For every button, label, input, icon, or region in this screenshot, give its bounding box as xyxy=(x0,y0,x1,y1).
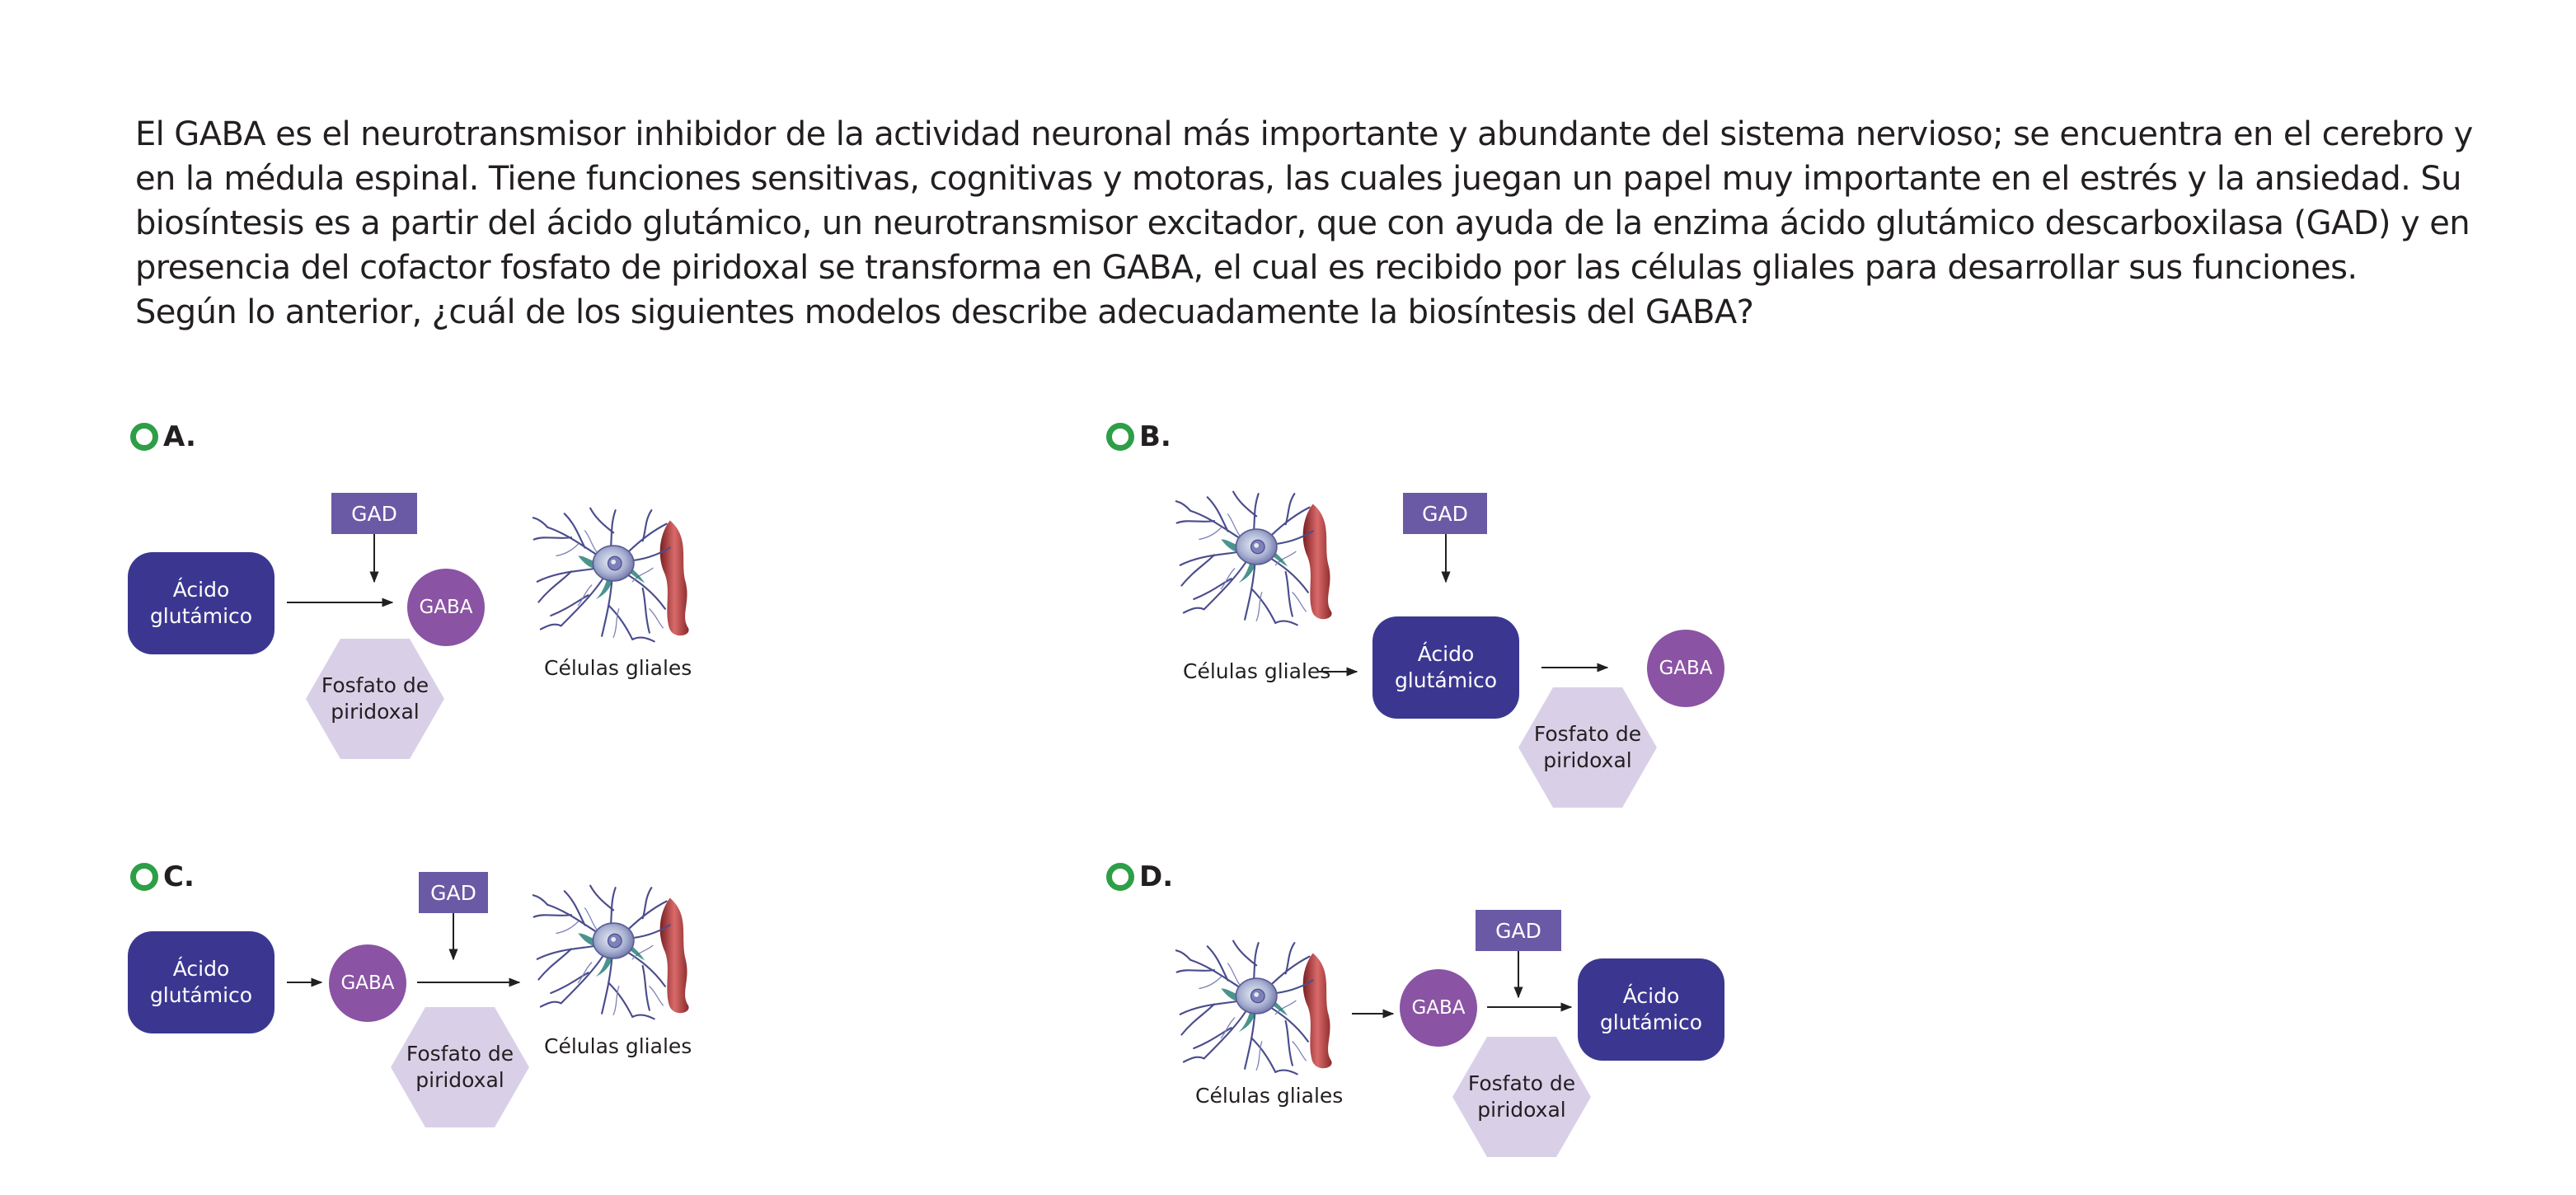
option-d-acid-box: Ácido glutámico xyxy=(1578,958,1724,1061)
option-c-radio[interactable] xyxy=(130,863,158,891)
option-a-glia-label: Células gliales xyxy=(544,656,692,680)
option-b-glial-cell-image xyxy=(1175,490,1333,626)
option-c-glial-cell-image xyxy=(532,884,690,1020)
option-c-gad-label: GAD xyxy=(419,872,488,913)
option-c-cofactor-hexagon: Fosfato de piridoxal xyxy=(391,1007,529,1127)
option-a-letter: A. xyxy=(163,420,196,453)
option-b-glia-label: Células gliales xyxy=(1183,659,1331,683)
option-b-radio[interactable] xyxy=(1106,423,1134,451)
option-c[interactable]: C. xyxy=(130,860,195,893)
question-text: El GABA es el neurotransmisor inhibidor … xyxy=(135,112,2476,335)
option-d[interactable]: D. xyxy=(1106,860,1173,893)
option-c-acid-box: Ácido glutámico xyxy=(128,931,274,1033)
option-c-glia-label: Células gliales xyxy=(544,1034,692,1058)
option-d-gaba-circle: GABA xyxy=(1400,969,1477,1047)
option-d-gad-label: GAD xyxy=(1476,910,1561,951)
question-prompt: Según lo anterior, ¿cuál de los siguient… xyxy=(135,293,1754,331)
option-b-gad-label: GAD xyxy=(1403,493,1487,534)
option-a-glial-cell-image xyxy=(532,507,690,643)
option-a-cofactor-hexagon: Fosfato de piridoxal xyxy=(306,639,444,759)
option-d-cofactor-hexagon: Fosfato de piridoxal xyxy=(1452,1037,1591,1157)
option-c-gaba-circle: GABA xyxy=(329,944,406,1022)
option-a-gaba-circle: GABA xyxy=(407,569,485,646)
option-a[interactable]: A. xyxy=(130,420,196,453)
option-a-acid-box: Ácido glutámico xyxy=(128,552,274,654)
option-d-radio[interactable] xyxy=(1106,863,1134,891)
option-a-gad-label: GAD xyxy=(331,493,417,534)
option-b-acid-box: Ácido glutámico xyxy=(1372,616,1519,719)
option-d-letter: D. xyxy=(1139,860,1174,893)
option-b-gaba-circle: GABA xyxy=(1647,630,1724,707)
option-c-letter: C. xyxy=(163,860,195,893)
question-paragraph: El GABA es el neurotransmisor inhibidor … xyxy=(135,115,2473,287)
option-b-cofactor-hexagon: Fosfato de piridoxal xyxy=(1518,687,1657,808)
option-b-letter: B. xyxy=(1139,420,1171,453)
option-b[interactable]: B. xyxy=(1106,420,1171,453)
option-a-radio[interactable] xyxy=(130,423,158,451)
option-d-glia-label: Células gliales xyxy=(1195,1084,1344,1108)
option-d-glial-cell-image xyxy=(1175,940,1333,1076)
